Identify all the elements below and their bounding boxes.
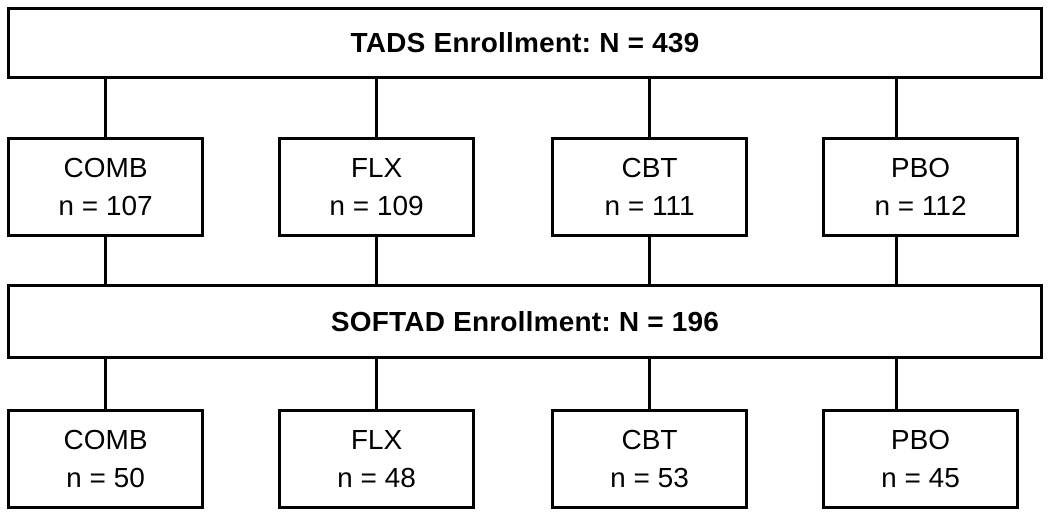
softad-enrollment-title: SOFTAD Enrollment: N = 196 (330, 305, 720, 337)
connector-line (104, 79, 107, 137)
arm-count: n = 50 (66, 462, 145, 493)
tads-enrollment-box: TADS Enrollment: N = 439 (7, 7, 1043, 79)
arm-count: n = 53 (610, 462, 689, 493)
connector-line (104, 359, 107, 409)
connector-line (375, 79, 378, 137)
arm-label: FLX (350, 424, 403, 455)
softad-arm-flx-box: FLX n = 48 (278, 409, 475, 509)
connector-line (104, 237, 107, 284)
softad-arm-cbt-box: CBT n = 53 (551, 409, 748, 509)
connector-line (895, 359, 898, 409)
arm-count: n = 112 (874, 190, 967, 221)
arm-count: n = 107 (58, 190, 153, 221)
arm-count: n = 109 (329, 190, 424, 221)
softad-enrollment-box: SOFTAD Enrollment: N = 196 (7, 284, 1043, 359)
arm-label: COMB (63, 424, 148, 455)
connector-line (648, 359, 651, 409)
arm-label: CBT (621, 424, 678, 455)
arm-label: PBO (890, 424, 951, 455)
arm-label: COMB (63, 152, 148, 183)
tads-arm-comb-box: COMB n = 107 (7, 137, 204, 237)
connector-line (648, 79, 651, 137)
arm-count: n = 45 (881, 462, 960, 493)
arm-count: n = 111 (604, 190, 695, 221)
tads-enrollment-title: TADS Enrollment: N = 439 (350, 27, 700, 58)
tads-arm-flx-box: FLX n = 109 (278, 137, 475, 237)
tads-arm-cbt-box: CBT n = 111 (551, 137, 748, 237)
connector-line (895, 237, 898, 284)
softad-arm-comb-box: COMB n = 50 (7, 409, 204, 509)
arm-label: FLX (350, 152, 403, 183)
tads-arm-pbo-box: PBO n = 112 (822, 137, 1019, 237)
connector-line (375, 359, 378, 409)
arm-label: CBT (621, 152, 678, 183)
connector-line (895, 79, 898, 137)
arm-label: PBO (890, 152, 951, 183)
arm-count: n = 48 (337, 462, 416, 493)
connector-line (648, 237, 651, 284)
connector-line (375, 237, 378, 284)
softad-arm-pbo-box: PBO n = 45 (822, 409, 1019, 509)
